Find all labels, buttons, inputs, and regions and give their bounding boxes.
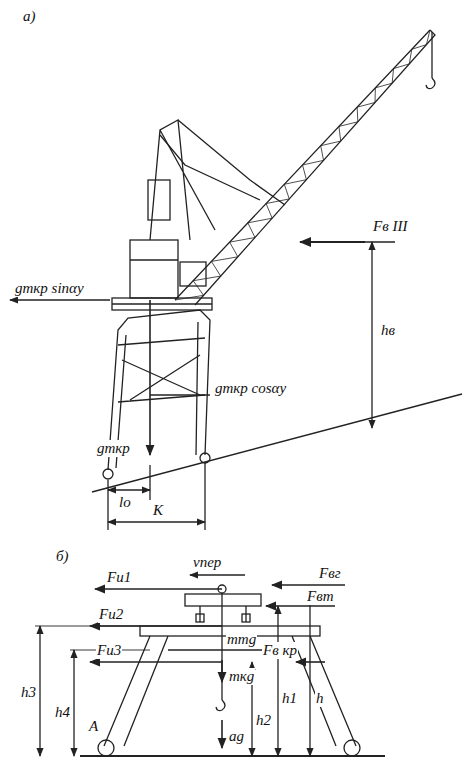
boom-lattice bbox=[175, 281, 204, 300]
dimension-label: h1 bbox=[281, 690, 298, 707]
force-label: Fи1 bbox=[106, 569, 132, 586]
velocity-label: vпер bbox=[192, 554, 222, 571]
acceleration-label: ag bbox=[228, 728, 245, 745]
force-label: gmкр sinαу bbox=[14, 280, 85, 297]
force-label: Fв III bbox=[372, 218, 408, 235]
force-label: Fв кр bbox=[262, 642, 298, 659]
force-label: mтg bbox=[226, 631, 257, 648]
boom-lattice bbox=[412, 30, 430, 49]
force-label: Fвг bbox=[318, 565, 342, 582]
boom-lattice bbox=[266, 184, 289, 203]
force-label: mкg bbox=[228, 668, 255, 685]
force-label: gmкр bbox=[96, 440, 131, 457]
figure-letter: а) bbox=[22, 8, 37, 25]
dimension-label: h4 bbox=[54, 704, 71, 721]
boom-lattice bbox=[193, 261, 221, 280]
boom-lattice bbox=[230, 223, 255, 242]
dimension-label: h bbox=[315, 690, 325, 707]
force-label: Fи2 bbox=[98, 606, 124, 623]
boom-lattice bbox=[303, 146, 324, 165]
boom-lattice bbox=[375, 69, 393, 88]
dimension-label: K bbox=[152, 502, 164, 519]
boom-lattice bbox=[321, 126, 341, 145]
boom-lattice bbox=[211, 242, 237, 261]
boom-lattice bbox=[248, 204, 272, 223]
dimension-label: h2 bbox=[255, 712, 272, 729]
force-label: Fвт bbox=[306, 588, 335, 605]
boom-lattice bbox=[339, 107, 358, 126]
force-label: gmкр cosαу bbox=[214, 380, 287, 397]
dimension-label: h3 bbox=[20, 684, 37, 701]
dimension-label: lo bbox=[118, 494, 132, 511]
boom-lattice bbox=[284, 165, 306, 184]
force-label: Fи3 bbox=[96, 642, 122, 659]
boom-lattice bbox=[394, 49, 412, 68]
figure-letter: б) bbox=[55, 548, 70, 565]
point-label: A bbox=[88, 718, 99, 735]
boom-lattice bbox=[357, 88, 375, 107]
dimension-label: hв bbox=[380, 322, 396, 339]
